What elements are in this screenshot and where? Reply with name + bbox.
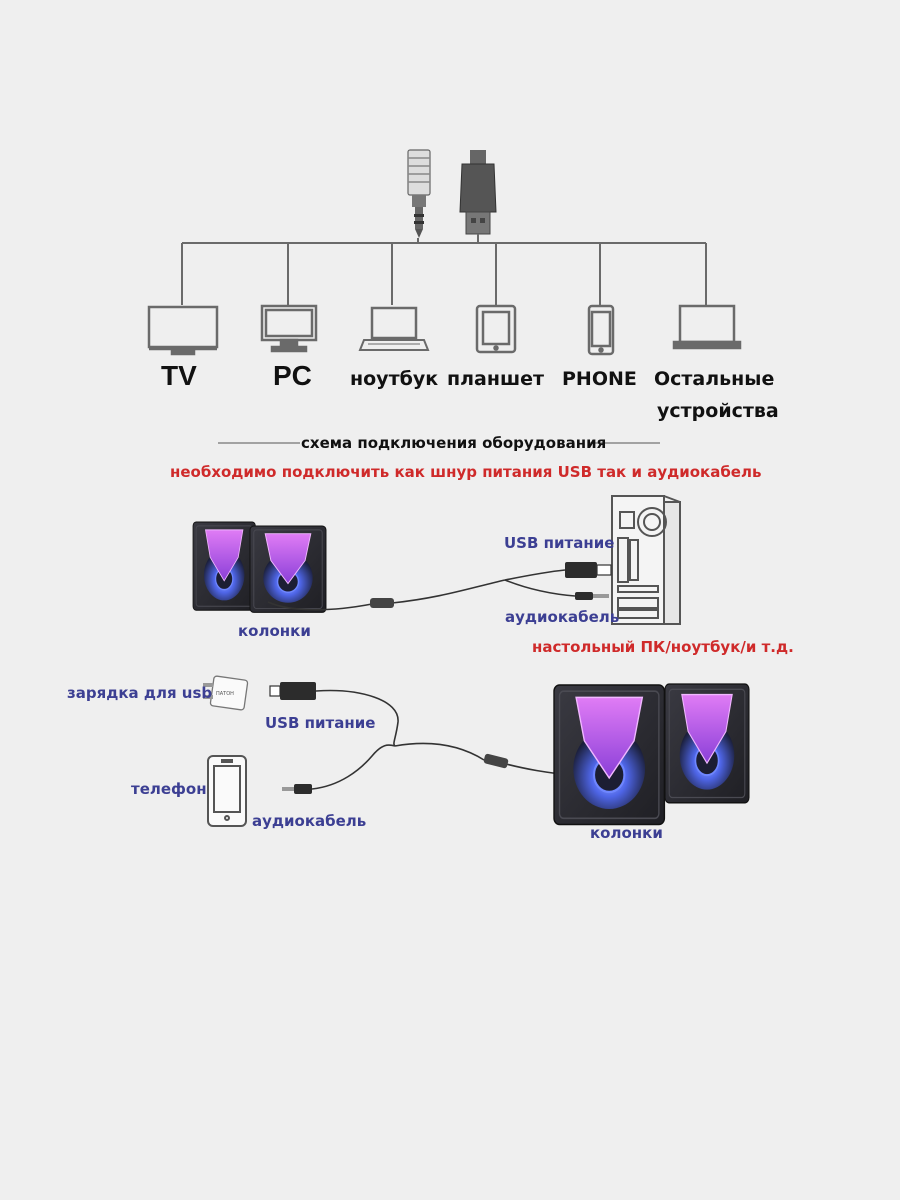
label-usb-power-1: USB питание [504, 534, 615, 552]
label-computer: настольный ПК/ноутбук/и т.д. [532, 638, 794, 656]
tv-icon [147, 305, 219, 356]
monitor-icon [260, 304, 318, 353]
source-connectors [407, 149, 497, 238]
scheme-title: схема подключения оборудования [301, 434, 607, 452]
device-label-pc: PC [273, 360, 312, 391]
audio-jack-icon [407, 149, 431, 238]
device-label-other-line1: Остальные [654, 368, 775, 390]
smartphone-icon [207, 755, 247, 827]
label-usb-charger: зарядка для usb [67, 684, 213, 702]
cables-section2 [311, 689, 561, 790]
device-label-laptop: ноутбук [350, 368, 439, 390]
speaker-icon [249, 525, 327, 614]
label-speakers-2: колонки [590, 824, 663, 842]
charger-brand: ПАТОН [216, 691, 234, 697]
label-audio-cable-1: аудиокабель [505, 608, 620, 626]
device-label-phone: PHONE [562, 368, 637, 390]
cable-ferrite [483, 753, 509, 769]
speaker-pair-1 [192, 521, 327, 614]
speaker-pair-2 [552, 683, 750, 826]
label-usb-power-2: USB питание [265, 714, 376, 732]
cables-section1 [267, 569, 576, 611]
usb-plug-icon [269, 682, 316, 700]
connection-tree [181, 234, 707, 305]
notebook-icon [672, 304, 742, 350]
audio-jack-icon [575, 592, 609, 600]
pc-tower-icon [611, 495, 681, 625]
label-phone: телефон [131, 780, 207, 798]
device-label-tablet: планшет [447, 368, 545, 390]
warning-text: необходимо подключить как шнур питания U… [170, 463, 762, 481]
audio-jack-icon [282, 784, 312, 794]
laptop-icon [358, 306, 430, 351]
usb-charger-icon: ПАТОН [203, 675, 249, 711]
device-label-other-line2: устройства [657, 400, 779, 422]
usb-plug-icon [459, 150, 497, 235]
speaker-icon [664, 683, 750, 804]
tablet-icon [475, 304, 517, 354]
speaker-icon [192, 521, 257, 611]
cable-ferrite [370, 598, 394, 608]
device-label-tv: TV [161, 360, 197, 391]
device-icons [147, 304, 742, 356]
label-audio-cable-2: аудиокабель [252, 812, 367, 830]
speaker-icon [552, 683, 666, 826]
smartphone-icon [587, 304, 615, 356]
label-speakers-1: колонки [238, 622, 311, 640]
usb-plug-icon [565, 562, 612, 578]
